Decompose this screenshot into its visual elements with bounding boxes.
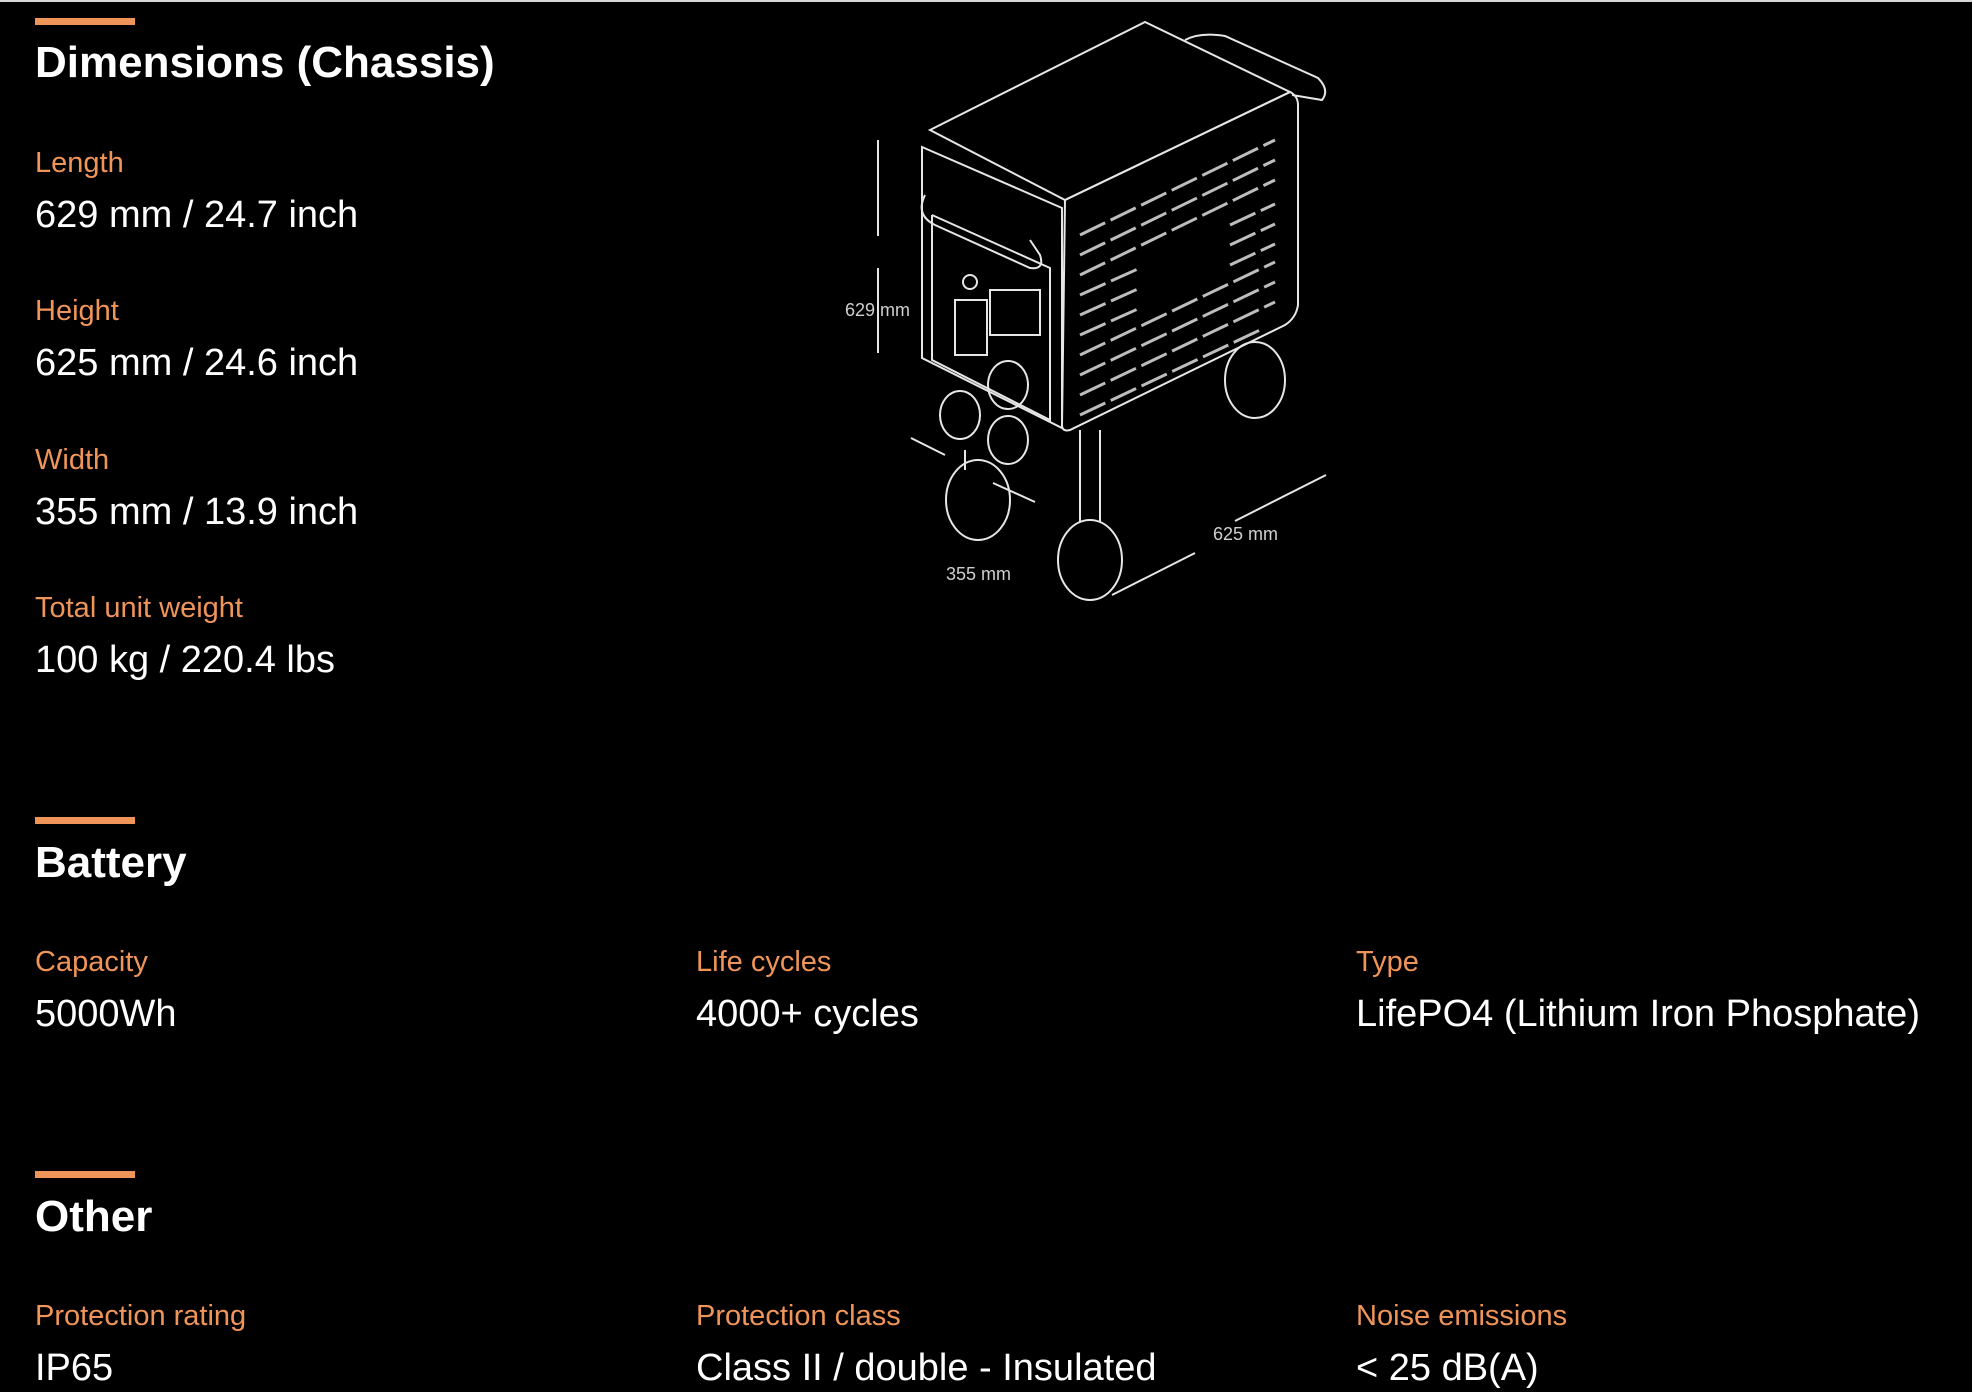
length-dimension-label: 625 mm — [1213, 524, 1278, 544]
side-vents — [1079, 138, 1276, 417]
chassis-illustration: 629 mm 355 mm 625 mm — [845, 20, 1327, 601]
spec-value: Class II / double - Insulated — [696, 1347, 1157, 1389]
spec-label: Protection class — [696, 1300, 901, 1332]
section-title-other: Other — [35, 1192, 153, 1241]
spec-capacity: Capacity 5000Wh — [35, 945, 177, 1037]
front-handle — [920, 194, 1043, 270]
spec-label: Width — [35, 444, 110, 476]
wheel — [1224, 341, 1286, 419]
dimension-line — [1111, 552, 1196, 596]
section-accent-bar — [35, 817, 135, 824]
chassis-front — [921, 145, 1063, 430]
spec-value: 625 mm / 24.6 inch — [35, 342, 359, 384]
spec-life-cycles: Life cycles 4000+ cycles — [696, 945, 919, 1037]
spec-label: Capacity — [35, 946, 148, 978]
spec-label: Life cycles — [696, 946, 832, 978]
spec-label: Total unit weight — [35, 592, 243, 624]
spec-height: Height 625 mm / 24.6 inch — [35, 294, 358, 386]
spec-label: Protection rating — [35, 1300, 247, 1332]
socket — [987, 415, 1029, 465]
section-accent-bar — [35, 18, 135, 25]
spec-label: Height — [35, 295, 119, 327]
section-title-battery: Battery — [35, 838, 187, 887]
spec-protection-rating: Protection rating IP65 — [35, 1299, 246, 1391]
height-dimension-label: 629 mm — [845, 300, 910, 320]
spec-value: 5000Wh — [35, 993, 177, 1035]
spec-protection-class: Protection class Class II / double - Ins… — [696, 1299, 1156, 1391]
spec-value: 4000+ cycles — [696, 993, 919, 1035]
spec-label: Type — [1356, 946, 1419, 978]
width-dimension-label: 355 mm — [946, 564, 1011, 584]
spec-value: 100 kg / 220.4 lbs — [35, 639, 335, 681]
indicator — [962, 274, 978, 290]
spec-noise-emissions: Noise emissions < 25 dB(A) — [1356, 1299, 1567, 1391]
top-border — [0, 0, 1972, 2]
socket — [939, 390, 981, 440]
section-title-dimensions: Dimensions (Chassis) — [35, 38, 495, 87]
breaker-panel — [989, 289, 1041, 336]
spec-label: Noise emissions — [1356, 1300, 1568, 1332]
spec-length: Length 629 mm / 24.7 inch — [35, 146, 358, 238]
spec-width: Width 355 mm / 13.9 inch — [35, 443, 358, 535]
spec-value: 629 mm / 24.7 inch — [35, 194, 359, 236]
spec-value: < 25 dB(A) — [1356, 1347, 1539, 1389]
dimension-line — [1234, 474, 1327, 522]
section-accent-bar — [35, 1171, 135, 1178]
spec-value: 355 mm / 13.9 inch — [35, 491, 359, 533]
rear-handle — [1184, 33, 1327, 102]
spec-value: IP65 — [35, 1347, 114, 1389]
wheel — [1057, 519, 1123, 601]
spec-type: Type LifePO4 (Lithium Iron Phosphate) — [1356, 945, 1920, 1037]
spec-label: Length — [35, 147, 124, 179]
spec-weight: Total unit weight 100 kg / 220.4 lbs — [35, 591, 335, 683]
dimension-line — [910, 437, 946, 456]
switch-panel — [954, 299, 988, 356]
chassis-side — [1060, 90, 1299, 432]
wheel — [945, 459, 1011, 541]
spec-value: LifePO4 (Lithium Iron Phosphate) — [1356, 993, 1920, 1035]
dimension-line — [992, 482, 1036, 503]
socket — [987, 360, 1029, 410]
